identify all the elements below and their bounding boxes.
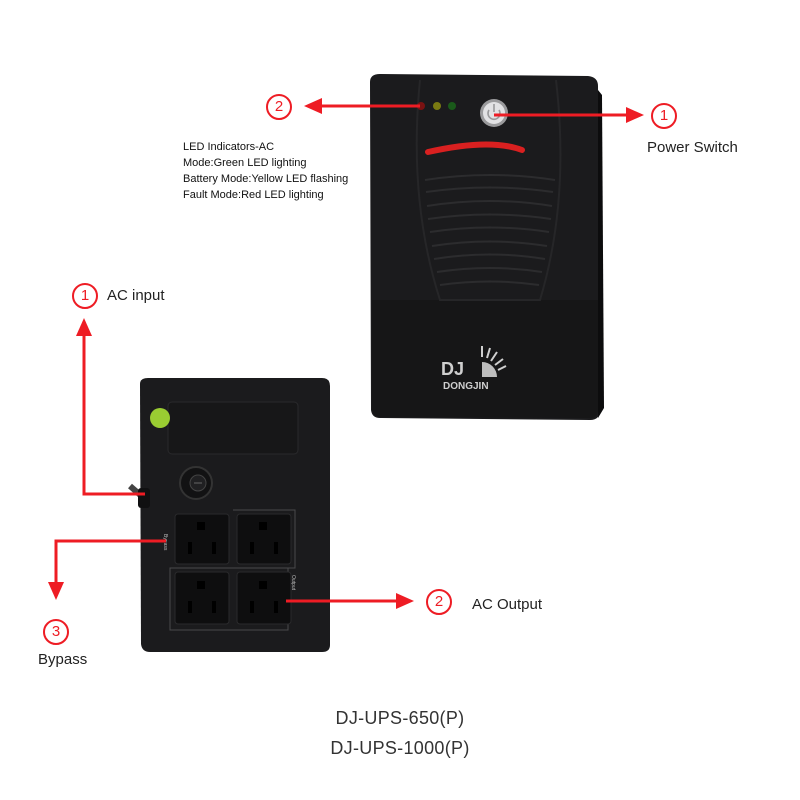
led-fault-red (417, 102, 425, 110)
circuit-breaker (179, 466, 213, 500)
callout-number-led: 2 (266, 94, 292, 120)
callout-number-bypass: 3 (43, 619, 69, 645)
led-line-4: Fault Mode:Red LED lighting (183, 189, 324, 201)
output-socket-label: Output (290, 575, 296, 591)
vent-slats (424, 174, 556, 286)
arrow-led (304, 98, 420, 114)
arrow-bypass (48, 539, 166, 600)
ups-front-unit: DJ DONGJIN (370, 74, 604, 420)
arrow-power-switch (494, 107, 644, 123)
led-line-3: Battery Mode:Yellow LED flashing (183, 173, 349, 185)
led-line-2: Mode:Green LED lighting (183, 157, 307, 169)
red-accent-strip (425, 141, 525, 155)
model-name-1000: DJ-UPS-1000(P) (330, 738, 470, 758)
led-line-1: LED Indicators-AC (183, 141, 275, 153)
led-battery-yellow (433, 102, 441, 110)
arrow-ac-output (286, 593, 414, 609)
power-switch-label: Power Switch (647, 139, 738, 156)
logo-wordmark: DONGJIN (443, 381, 489, 392)
ups-rear-unit: Bypass Output (128, 378, 330, 652)
model-name-650: DJ-UPS-650(P) (335, 708, 465, 728)
led-indicator-description: LED Indicators-AC Mode:Green LED lightin… (183, 139, 348, 203)
power-cord (128, 483, 150, 508)
ac-input-label: AC input (107, 287, 165, 304)
arrow-ac-input (76, 318, 145, 496)
callout-number-ac-output: 2 (426, 589, 452, 615)
ac-output-label: AC Output (472, 596, 543, 613)
callout-number-power-switch: 1 (651, 103, 677, 129)
inspection-sticker (150, 408, 170, 428)
callout-number-ac-input: 1 (72, 283, 98, 309)
power-button[interactable] (480, 99, 508, 127)
arrows (48, 98, 644, 609)
logo-mark: DJ (441, 359, 464, 379)
bypass-label: Bypass (38, 651, 88, 668)
led-ac-green (448, 102, 456, 110)
dongjin-logo: DJ DONGJIN (441, 346, 507, 392)
